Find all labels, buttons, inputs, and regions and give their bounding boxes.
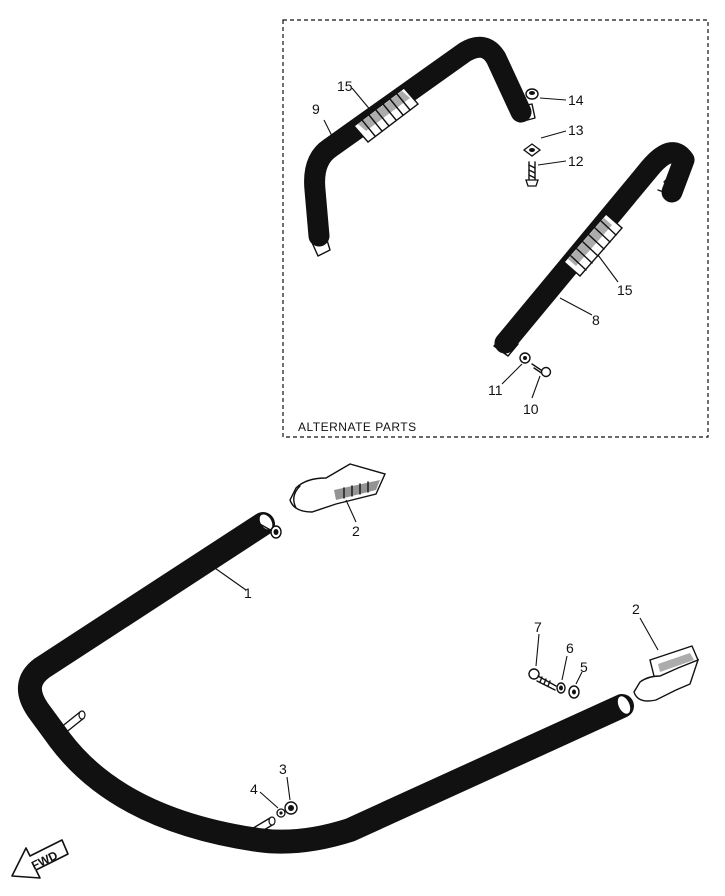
inset-caption: ALTERNATE PARTS	[298, 420, 417, 434]
callout-7: 7	[534, 619, 542, 635]
part-10-bolt	[531, 363, 552, 378]
callout-1: 1	[244, 585, 252, 601]
inset-dashed-border	[282, 19, 709, 438]
leader-11	[501, 363, 523, 385]
leader-5	[575, 671, 583, 685]
part-12-bolt	[525, 161, 539, 187]
part-1-main-rail	[18, 512, 634, 854]
callout-9: 9	[312, 101, 320, 117]
part-15-grip-lower	[563, 213, 623, 277]
leader-4	[259, 791, 279, 809]
callout-2-lower: 2	[632, 601, 640, 617]
part-14-cap-nut	[525, 88, 539, 100]
callout-8: 8	[592, 312, 600, 328]
alternate-parts-inset: ALTERNATE PARTS	[282, 19, 709, 438]
leader-9	[323, 119, 336, 143]
leader-10	[531, 375, 541, 399]
part-5-washer	[568, 685, 580, 699]
callout-15-lower: 15	[617, 282, 633, 298]
leader-15-lower	[597, 254, 619, 283]
leader-1	[211, 565, 247, 591]
part-6-lock-washer	[556, 682, 566, 694]
callout-13: 13	[568, 122, 584, 138]
callout-5: 5	[580, 659, 588, 675]
leader-3	[286, 776, 291, 801]
part-7-bolt	[528, 668, 557, 691]
callout-2-upper: 2	[352, 523, 360, 539]
callout-12: 12	[568, 153, 584, 169]
part-13-washer	[522, 143, 542, 157]
leader-2-upper	[345, 499, 357, 523]
leader-14	[539, 97, 567, 101]
part-3-nut	[284, 801, 298, 815]
leader-15-upper	[351, 87, 373, 113]
callout-15-upper: 15	[337, 78, 353, 94]
callout-4: 4	[250, 781, 258, 797]
callout-6: 6	[566, 640, 574, 656]
part-2-end-cover-upper	[289, 463, 386, 513]
part-15-grip-upper	[352, 87, 420, 143]
callout-10: 10	[523, 401, 539, 417]
callout-11: 11	[488, 382, 503, 398]
part-8-grab-handle	[493, 142, 695, 357]
leader-6	[561, 655, 568, 681]
leader-7	[535, 633, 540, 667]
fwd-arrow-icon	[11, 839, 69, 879]
mounting-pin-left	[59, 711, 85, 735]
leader-13	[540, 130, 567, 139]
part-11-washer	[519, 352, 531, 364]
end-bolt-upper	[257, 522, 282, 539]
leader-12	[537, 160, 567, 166]
leader-8	[559, 297, 593, 316]
callout-3: 3	[279, 761, 287, 777]
mounting-pin-bottom	[249, 817, 275, 837]
fwd-arrow-marker: FWD	[11, 839, 69, 879]
callout-14: 14	[568, 92, 584, 108]
leader-2-lower	[639, 617, 659, 651]
part-2-end-cover-lower	[633, 645, 700, 702]
part-4-washer	[276, 808, 286, 818]
